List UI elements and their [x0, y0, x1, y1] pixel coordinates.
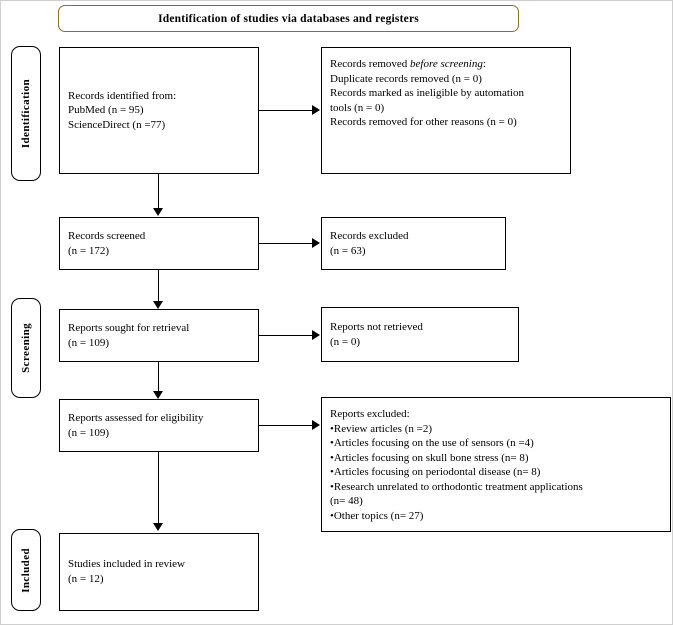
box-records-screened-text: Records screened (n = 172) [68, 229, 146, 257]
box-records-removed-text: Records removed before screening: Duplica… [330, 57, 524, 130]
records-removed-line1-italic: before screening [410, 58, 483, 70]
box-reports-sought: Reports sought for retrieval (n = 109) [59, 309, 259, 362]
arrow-sought-to-not-retrieved-icon [312, 330, 320, 340]
records-removed-rest: Duplicate records removed (n = 0) Record… [330, 72, 524, 129]
box-reports-sought-text: Reports sought for retrieval (n = 109) [68, 321, 190, 349]
arrow-assessed-to-excluded-icon [312, 420, 320, 430]
arrow-screened-to-sought-icon [153, 301, 163, 309]
box-reports-assessed: Reports assessed for eligibility (n = 10… [59, 399, 259, 452]
stage-label-identification: Identification [11, 46, 41, 181]
connector-identified-to-removed [259, 110, 313, 111]
stage-label-screening-text: Screening [20, 323, 32, 373]
arrow-identified-to-screened-icon [153, 208, 163, 216]
records-removed-line1-prefix: Records removed [330, 58, 411, 70]
connector-sought-to-assessed [158, 362, 159, 394]
connector-assessed-to-included [158, 452, 159, 526]
box-studies-included-text: Studies included in review (n = 12) [68, 558, 186, 585]
arrow-screened-to-excluded-icon [312, 238, 320, 248]
box-reports-not-retrieved: Reports not retrieved (n = 0) [321, 307, 519, 362]
box-records-identified: Records identified from: PubMed (n = 95)… [59, 47, 259, 174]
connector-screened-to-sought [158, 270, 159, 304]
arrow-sought-to-assessed-icon [153, 391, 163, 399]
box-reports-excluded: Reports excluded: •Review articles (n =2… [321, 397, 671, 532]
arrow-assessed-to-included-icon [153, 523, 163, 531]
page-title: Identification of studies via databases … [158, 12, 419, 25]
box-reports-assessed-text: Reports assessed for eligibility (n = 10… [68, 411, 204, 439]
box-records-identified-text: Records identified from: PubMed (n = 95)… [68, 89, 177, 131]
box-records-screened: Records screened (n = 172) [59, 217, 259, 270]
box-records-excluded-text: Records excluded (n = 63) [330, 229, 409, 257]
stage-label-identification-text: Identification [20, 78, 32, 149]
stage-label-screening: Screening [11, 298, 41, 398]
records-removed-line1-suffix: : [482, 58, 486, 70]
arrow-identified-to-removed-icon [312, 105, 320, 115]
stage-label-included: Included [11, 529, 41, 611]
box-records-removed: Records removed before screening: Duplica… [321, 47, 571, 174]
box-reports-not-retrieved-text: Reports not retrieved (n = 0) [330, 320, 423, 348]
connector-sought-to-not-retrieved [259, 335, 313, 336]
box-studies-included: Studies included in review (n = 12) [59, 533, 259, 611]
diagram-header-banner: Identification of studies via databases … [58, 5, 519, 32]
box-reports-excluded-text: Reports excluded: •Review articles (n =2… [330, 408, 583, 522]
connector-assessed-to-excluded [259, 425, 313, 426]
connector-identified-to-screened [158, 174, 159, 211]
connector-screened-to-excluded [259, 243, 313, 244]
box-records-excluded: Records excluded (n = 63) [321, 217, 506, 270]
stage-label-included-text: Included [20, 547, 32, 593]
